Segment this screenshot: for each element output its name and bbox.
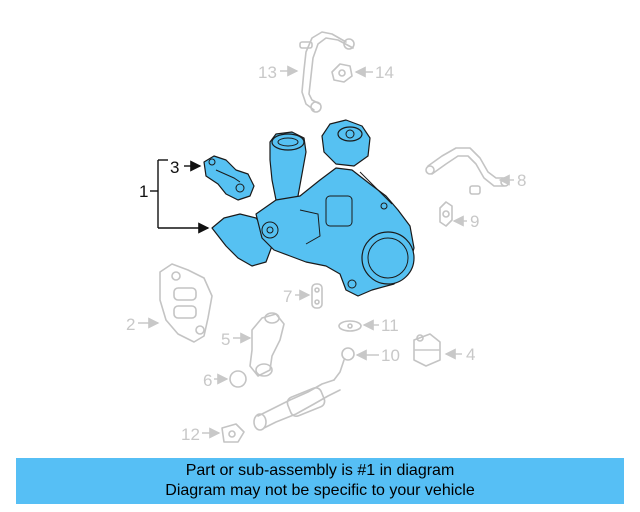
part-3-actuator bbox=[203, 155, 255, 201]
info-banner: Part or sub-assembly is #1 in diagram Di… bbox=[16, 458, 624, 504]
part-12-downpipe bbox=[221, 379, 341, 443]
callout-3: 3 bbox=[170, 158, 179, 177]
part-4-actuator bbox=[413, 333, 441, 367]
callout-4: 4 bbox=[466, 345, 475, 364]
banner-line-1: Part or sub-assembly is #1 in diagram bbox=[185, 462, 455, 479]
part-11-gasket bbox=[338, 320, 362, 332]
part-2-exhaust-gasket bbox=[159, 263, 213, 343]
callout-7: 7 bbox=[283, 287, 292, 306]
callout-8: 8 bbox=[517, 171, 526, 190]
callout-5: 5 bbox=[221, 330, 230, 349]
callout-12: 12 bbox=[181, 425, 200, 444]
part-9-gasket bbox=[439, 201, 453, 227]
part-6-o-ring bbox=[229, 370, 247, 388]
callout-2: 2 bbox=[126, 315, 135, 334]
callout-11: 11 bbox=[381, 316, 399, 335]
part-8-return-pipe bbox=[425, 147, 510, 195]
callout-6: 6 bbox=[203, 371, 212, 390]
part-1-turbocharger bbox=[211, 119, 415, 297]
part-7-gasket bbox=[311, 283, 323, 309]
part-5-inlet-elbow bbox=[249, 312, 285, 377]
callout-1: 1 bbox=[139, 182, 148, 201]
callout-13: 13 bbox=[258, 63, 277, 82]
callout-10: 10 bbox=[381, 346, 400, 365]
callout-14: 14 bbox=[375, 63, 394, 82]
banner-line-2: Diagram may not be specific to your vehi… bbox=[165, 482, 475, 499]
part-13-oil-feed-pipe bbox=[299, 31, 355, 113]
part-14-gasket bbox=[331, 63, 353, 83]
callout-9: 9 bbox=[470, 212, 479, 231]
part-10-connector bbox=[333, 347, 355, 381]
